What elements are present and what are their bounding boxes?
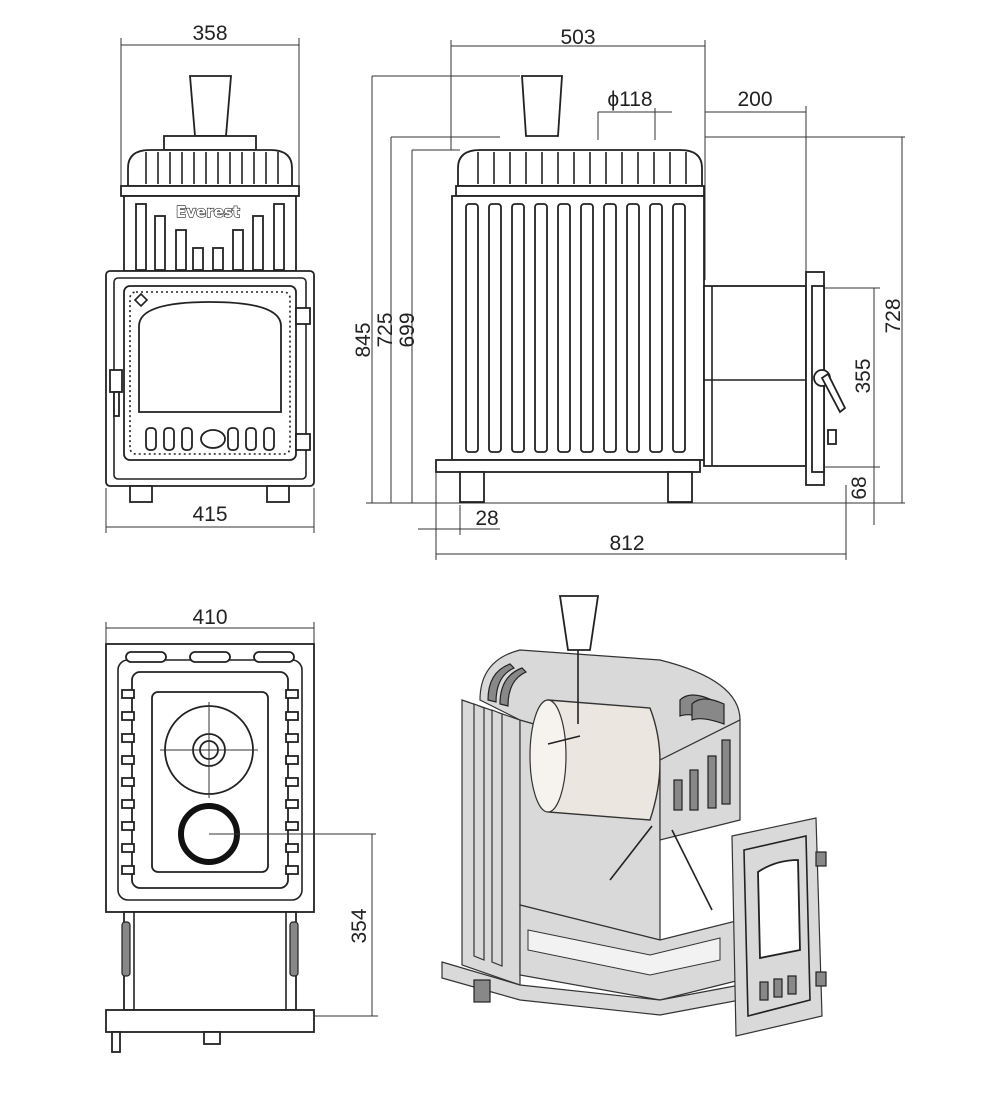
cutaway-left-wall <box>461 699 521 986</box>
dim-label-725: 725 <box>374 312 397 347</box>
side-leg-right <box>667 471 693 503</box>
side-base-plate <box>435 459 701 473</box>
front-view: 358 Everest <box>105 22 315 533</box>
side-grill-bars <box>477 152 687 184</box>
dimension-503: 503 <box>450 26 706 280</box>
dim-label-415: 415 <box>192 503 227 526</box>
dimension-355: 355 <box>824 287 880 468</box>
dimension-410: 410 <box>105 606 315 650</box>
front-upper-body <box>123 195 297 272</box>
dim-label-410: 410 <box>192 606 227 629</box>
front-ribs <box>135 203 285 271</box>
plan-tunnel <box>123 911 297 1011</box>
dimension-flue-diameter: ϕ118 <box>597 88 672 140</box>
plan-door <box>105 1009 315 1033</box>
side-chimney <box>521 75 563 137</box>
side-view: 503 ϕ118 200 845 725 699 <box>352 26 905 560</box>
cutaway-view <box>441 595 827 1037</box>
dimension-728: 728 <box>705 136 905 503</box>
dim-label-68: 68 <box>848 476 871 499</box>
dimension-699: 699 <box>396 149 460 503</box>
side-ribs <box>465 203 686 453</box>
dimension-28: 28 <box>418 472 500 560</box>
front-leg-left <box>129 485 153 503</box>
dim-label-812: 812 <box>609 532 644 555</box>
dim-label-699: 699 <box>396 312 419 347</box>
dim-label-503: 503 <box>560 26 595 49</box>
dim-label-845: 845 <box>352 322 375 357</box>
firebox-tunnel <box>703 285 807 467</box>
dimension-200: 200 <box>705 88 807 272</box>
door-vents <box>145 427 275 451</box>
plan-view: 410 <box>105 606 378 1053</box>
dim-label-354: 354 <box>348 908 371 943</box>
door-glass <box>138 301 282 413</box>
door-handle <box>109 369 123 393</box>
dimension-68: 68 <box>848 467 875 525</box>
cutaway-grill-bars <box>487 663 725 725</box>
chimney-pipe <box>189 75 232 137</box>
dim-label-28: 28 <box>475 507 498 530</box>
dim-label-355: 355 <box>852 358 875 393</box>
plan-right-bars <box>285 689 299 875</box>
side-leg-left <box>459 471 485 503</box>
brand-logo: Everest <box>176 203 240 221</box>
dimension-845: 845 <box>352 75 520 503</box>
dim-label-728: 728 <box>882 298 905 333</box>
dimension-415: 415 <box>105 488 315 533</box>
dimension-354: 354 <box>314 834 378 1017</box>
dimension-725: 725 <box>374 136 500 503</box>
dim-label-358: 358 <box>192 22 227 45</box>
door-lever <box>820 372 847 414</box>
front-leg-right <box>266 485 290 503</box>
side-stone-basket <box>457 149 703 187</box>
plan-left-bars <box>121 689 135 875</box>
top-grill-bars <box>145 152 279 184</box>
stone-basket-top <box>127 149 293 187</box>
dimension-812: 812 <box>436 485 847 560</box>
dim-label-200: 200 <box>737 88 772 111</box>
dimension-358: 358 <box>120 22 300 190</box>
cutaway-chimney <box>558 595 600 651</box>
dim-label-flue: ϕ118 <box>607 88 652 111</box>
door-hinge <box>295 307 311 325</box>
